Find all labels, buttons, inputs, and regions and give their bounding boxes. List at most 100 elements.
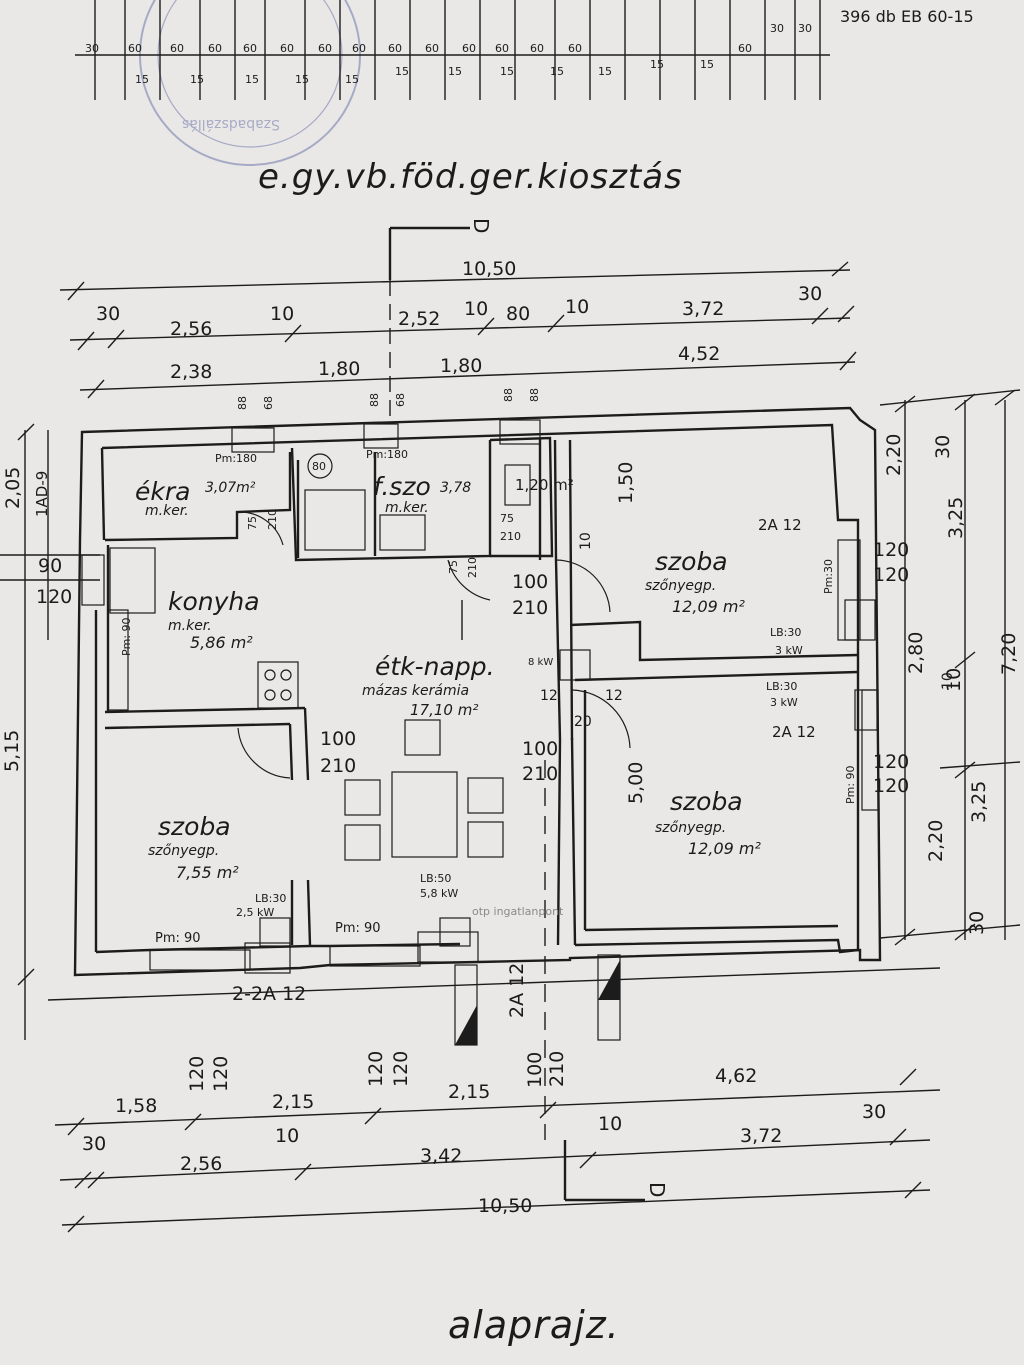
beam-dim: 60 [495,42,509,55]
dim-opening: 88 [528,388,541,402]
note: LB:30 [766,680,797,693]
note: 2A 12 [772,723,816,741]
section-letter: D [469,218,493,233]
stove-icon [257,661,299,709]
dim-left: 90 [38,555,62,577]
dim-bottom: 4,62 [715,1065,757,1087]
dim-bottom: 3,42 [420,1145,462,1167]
room-floor: mázas kerámia [362,683,469,699]
room-floor: szőnyegp. [645,578,716,594]
beam-dim: 60 [170,42,184,55]
note: 75 [246,516,259,530]
beam-dim: 60 [462,42,476,55]
dim-bottom: 30 [862,1101,886,1123]
drawing-title: e.gy.vb.föd.ger.kiosztás [258,157,683,197]
note: 20 [574,714,592,730]
note: 12 [540,688,558,704]
beam-gap: 15 [500,65,514,78]
room-szoba-se: szoba szőnyegp. 12,09 m² [655,787,761,858]
room-name: ékra [135,477,190,506]
dim-top: 30 [96,303,120,325]
note: 75 [500,512,514,525]
dim-right: 10 [943,668,965,692]
note: Pm: 90 [844,765,857,804]
note: 210 [512,597,548,619]
room-wc-area: 1,20 m² [515,476,574,494]
dim-top: 2,52 [398,308,440,330]
dim-bottom: 10 [598,1113,622,1135]
beam-gap: 15 [700,58,714,71]
note: 10 [578,532,594,550]
beam-gap: 15 [650,58,664,71]
room-floor: m.ker. [145,503,189,519]
chair-icon [404,719,441,756]
dim-bottom: 3,72 [740,1125,782,1147]
dim-right-total: 7,20 [998,633,1020,675]
dim-right: 120 [873,539,909,561]
note: 5,00 [625,762,647,804]
beam-dim: 60 [425,42,439,55]
dim-bottom: 10 [275,1125,299,1147]
beam-dim: 60 [318,42,332,55]
chair-icon [344,779,381,816]
dim-top: 4,52 [678,343,720,365]
note: Pm: 90 [155,931,201,946]
dim-bottom: 120 [390,1051,412,1087]
beam-dim: 60 [243,42,257,55]
windows [81,419,879,974]
dim-bottom: 100 [524,1052,546,1088]
radiator-icon [107,609,129,711]
room-floor: m.ker. [168,618,212,634]
note: 80 [312,460,326,473]
left-dimensions: 2,05 1AD-9 90 120 5,15 [0,423,100,1040]
fixtures [107,453,878,1046]
dim-opening: 68 [394,393,407,407]
beam-dim: 30 [798,22,812,35]
dim-right: 120 [873,775,909,797]
dim-right: 3,25 [945,497,967,539]
dim-bottom: 120 [210,1056,232,1092]
sink-icon [109,547,156,614]
dim-top: 10 [464,298,488,320]
beam-gap: 15 [550,65,564,78]
note: LB:30 [770,626,801,639]
room-name: étk-napp. [375,652,495,681]
dim-top: 80 [506,303,530,325]
dim-right: 2,80 [905,632,927,674]
beam-dim: 60 [280,42,294,55]
dim-top: 1,80 [318,358,360,380]
room-area: 17,10 m² [410,701,478,719]
note: LB:30 [255,892,286,905]
dim-right: 120 [873,751,909,773]
dim-bottom: 1,58 [115,1095,157,1117]
dim-bottom: 120 [365,1051,387,1087]
annotations: Pm:180 Pm:180 80 75 210 75 210 75 210 10… [120,448,956,946]
note: 100 [512,571,548,593]
stamp-text: Szabadszállás [182,116,280,132]
dim-total-bottom: 10,50 [478,1195,532,1217]
beam-gap: 15 [245,73,259,86]
dim-opening: 68 [262,396,275,410]
section-letter: D [645,1182,669,1197]
beam-gap: 15 [135,73,149,86]
heater-icon [439,917,471,947]
room-szoba-w: szoba szőnyegp. 7,55 m² [148,812,239,882]
dim-bottom: 2,56 [180,1153,222,1175]
note: 210 [320,755,356,777]
note: 1,50 [615,462,637,504]
section-mark-top: D [388,218,493,280]
dim-bottom: 2,15 [448,1081,490,1103]
chair-icon [344,824,381,861]
note: Pm: 90 [335,921,381,936]
beam-gap: 15 [395,65,409,78]
dim-bottom: 2,15 [272,1091,314,1113]
top-dimensions: 10,50 30 2,56 10 2,52 10 80 10 3,72 30 2… [59,258,857,410]
building-walls [73,406,882,977]
note: 2A 12 [758,516,802,534]
room-floor: m.ker. [385,500,429,516]
dim-top: 2,56 [170,318,212,340]
note: Pm: 90 [120,617,133,656]
chimney-icon [559,649,591,681]
dim-right: 30 [966,911,988,935]
room-area: 5,86 m² [190,633,253,652]
